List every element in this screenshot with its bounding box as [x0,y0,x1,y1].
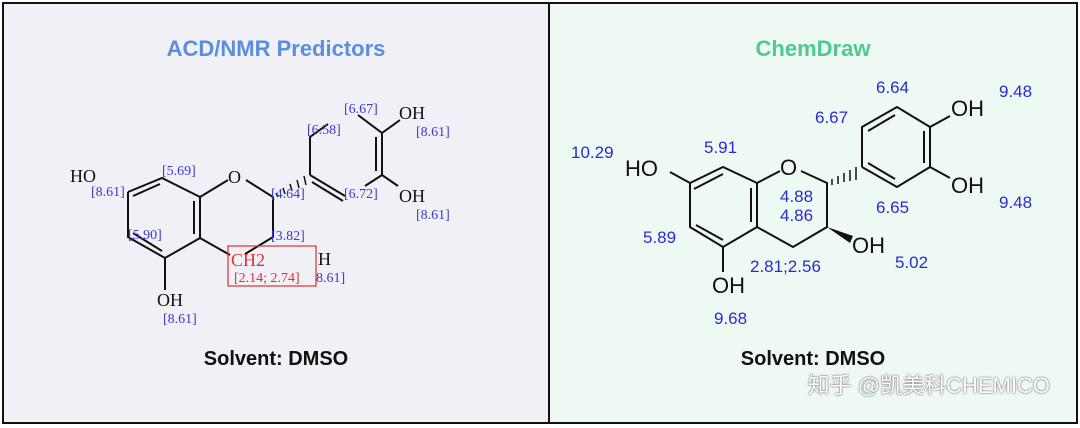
shift-label: [4.64] [271,187,305,202]
solvent-label: Solvent: DMSO [203,348,349,370]
shift-label: 6.65 [876,198,909,217]
shift-label: [6.72] [344,187,378,202]
panel-title: ACD/NMR Predictors [166,36,386,61]
shift-label: [8.61] [416,125,450,140]
acd-molecule [127,114,401,290]
atom-label: HO [625,156,658,181]
chemdraw-panel: ChemDraw Solvent: DMSO [548,2,1078,424]
panel-title: ChemDraw [755,36,871,61]
acd-nmr-panel: ACD/NMR Predictors Solvent: DMSO [2,2,550,424]
shift-label: [8.61] [416,208,450,223]
shift-label: 4.88 [780,187,813,206]
chemdraw-atom-labels: HO O OH OH OH OH [625,96,984,298]
atom-label: OH [951,96,984,121]
atom-label: OH [399,186,425,206]
atom-label: H [318,249,331,269]
acd-atom-labels: HO O OH OH OH H CH2 [70,103,425,310]
atom-label: HO [70,166,96,186]
atom-label: OH [712,273,745,298]
shift-label: 9.48 [999,82,1032,101]
watermark: 知乎 @凯美科CHEMICO [807,373,1050,398]
shift-label: 4.86 [780,206,813,225]
solvent-label: Solvent: DMSO [740,348,886,370]
atom-label: OH [951,173,984,198]
atom-label: OH [157,290,183,310]
shift-label: 5.91 [704,138,737,157]
atom-label: O [228,167,241,187]
atom-label: O [780,155,797,180]
shift-label: [5.90] [128,228,162,243]
shift-label: 8.61] [316,271,345,286]
shift-label: 6.64 [876,78,909,97]
shift-label: [8.61] [163,312,197,327]
shift-label: 9.48 [999,193,1032,212]
shift-label: [6.67] [344,102,378,117]
shift-label: [5.69] [162,164,196,179]
shift-label: [3.82] [271,229,305,244]
acd-shift-labels: [8.61] [5.69] [5.90] [8.61] [4.64] [3.82… [91,102,450,327]
shift-label: [8.61] [91,185,125,200]
shift-label: 6.67 [815,108,848,127]
shift-label-ch2: [2.14; 2.74] [234,271,300,286]
shift-label: 10.29 [571,143,614,162]
shift-label: [6.58] [307,123,341,138]
shift-label: 2.81;2.56 [750,257,821,276]
shift-label: 9.68 [714,309,747,328]
wedge-bond [827,227,853,243]
chemdraw-shift-labels: 10.29 5.91 5.89 9.68 4.88 4.86 2.81;2.56… [571,78,1032,328]
atom-label-ch2: CH2 [231,250,265,270]
shift-label: 5.02 [895,253,928,272]
shift-label: 5.89 [643,228,676,247]
atom-label: OH [852,233,885,258]
atom-label: OH [399,103,425,123]
